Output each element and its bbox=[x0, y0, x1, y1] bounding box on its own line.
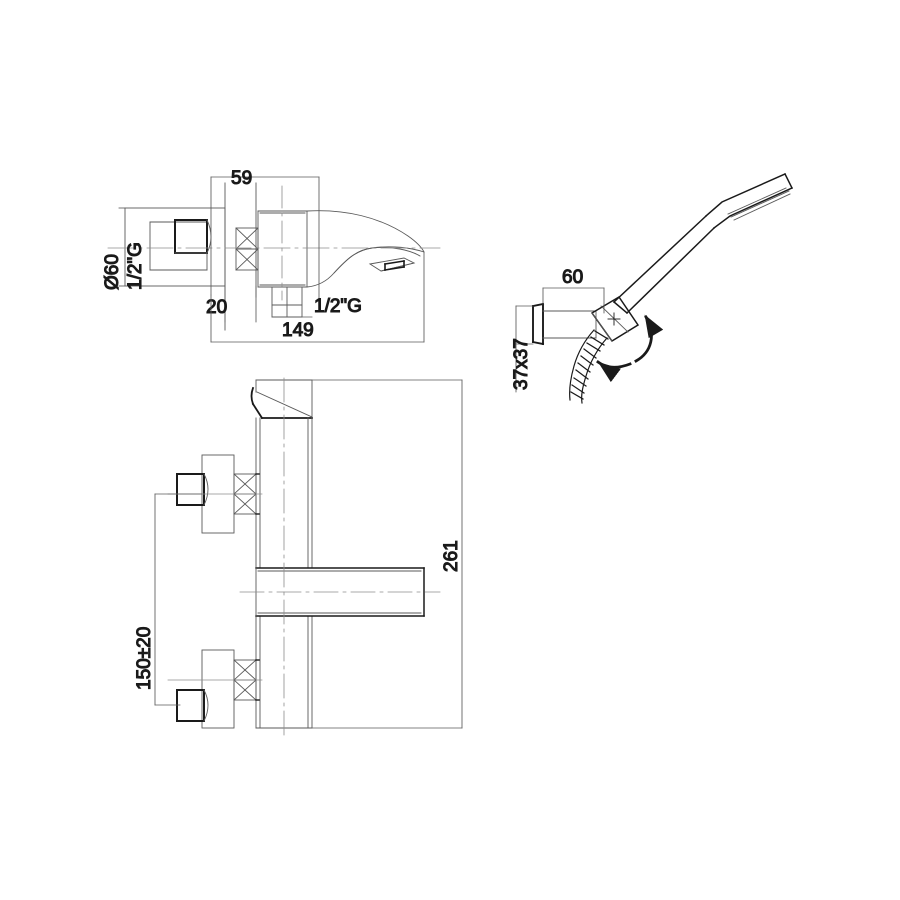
front-view-upper-handle-cap-end bbox=[203, 473, 209, 506]
front-view-lower-handle-cap bbox=[176, 689, 205, 722]
label-thread-outlet: 1/2"G bbox=[314, 296, 362, 317]
front-view-top-chamfer bbox=[256, 391, 313, 418]
swivel-rotation-arrow bbox=[596, 314, 664, 383]
top-view-inlet-pipe bbox=[149, 221, 207, 271]
dimension-37x37 bbox=[515, 305, 534, 393]
dimension-149 bbox=[210, 251, 425, 343]
top-view-spout bbox=[306, 210, 425, 288]
dimension-59 bbox=[210, 176, 320, 301]
dimension-label-261: 261 bbox=[441, 540, 462, 572]
front-view-lower-handle-body bbox=[201, 649, 235, 729]
dimension-d60 bbox=[118, 207, 126, 287]
hand-shower-pivot-crosshair bbox=[607, 312, 621, 326]
front-view-upper-cartridge-edge bbox=[255, 473, 260, 515]
dimension-60-handshower bbox=[542, 287, 605, 314]
dimension-label-60-handshower: 60 bbox=[562, 267, 583, 288]
front-view-top-shoulder bbox=[250, 386, 313, 420]
front-view-upper-handle-cap bbox=[176, 473, 205, 506]
dimension-20 bbox=[224, 285, 257, 323]
dimension-261 bbox=[311, 379, 463, 729]
hand-shower-head-face bbox=[727, 187, 791, 221]
dimension-label-59: 59 bbox=[231, 168, 252, 189]
hand-shower-wand bbox=[612, 214, 716, 315]
front-view-lower-cartridge bbox=[233, 659, 257, 701]
dimension-label-149: 149 bbox=[282, 320, 314, 341]
front-view-group: 150±20 261 bbox=[133, 377, 463, 741]
dimension-label-20: 20 bbox=[206, 297, 227, 318]
top-view-wall-band bbox=[224, 182, 257, 331]
dimension-150 bbox=[154, 493, 203, 706]
label-thread-inlet: 1/2"G bbox=[125, 242, 146, 290]
top-view-cartridge-boss bbox=[235, 227, 259, 271]
hand-shower-wall-plate bbox=[531, 302, 545, 346]
hand-shower-hose bbox=[569, 329, 609, 404]
hand-shower-group: 60 37x37 bbox=[510, 172, 794, 404]
top-view-body-block bbox=[257, 210, 308, 288]
front-view-lower-cartridge-edge bbox=[255, 659, 260, 701]
dimension-label-150: 150±20 bbox=[134, 627, 155, 690]
hand-shower-handle-inner bbox=[591, 305, 629, 342]
front-view-body-upper bbox=[255, 417, 313, 569]
top-view-outlet-nipple bbox=[271, 286, 303, 318]
hand-shower-head bbox=[704, 172, 794, 230]
top-view-aerator bbox=[384, 260, 405, 271]
front-view-lower-handle-cap-end bbox=[203, 689, 209, 722]
dimension-label-37x37: 37x37 bbox=[511, 338, 532, 390]
top-view-inlet-nut-end bbox=[174, 219, 212, 271]
hand-shower-bracket-arm bbox=[542, 310, 597, 339]
top-view-group: 59 Ø60 1/2"G 20 1/2 bbox=[101, 167, 441, 343]
dimension-label-d60: Ø60 bbox=[102, 254, 123, 290]
